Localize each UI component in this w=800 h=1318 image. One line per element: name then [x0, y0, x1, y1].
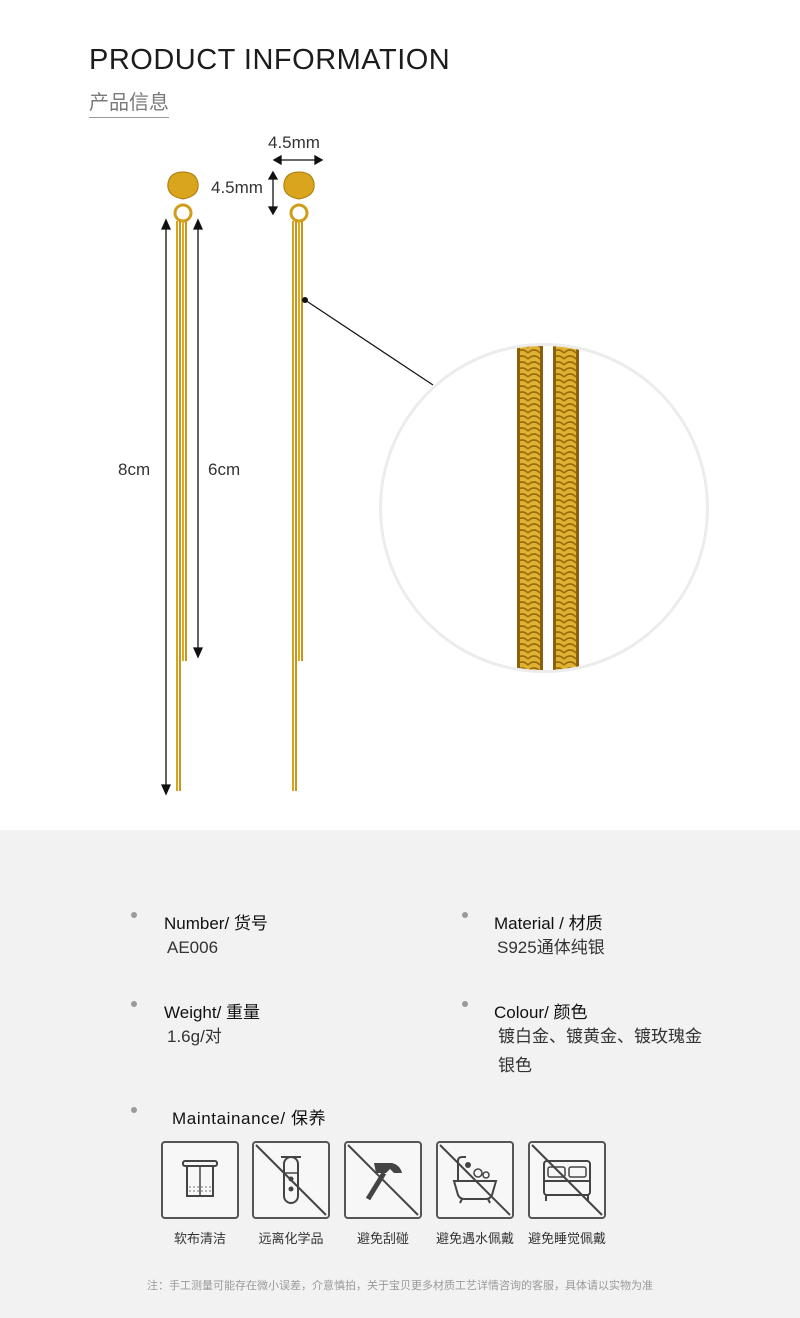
- care-label-chemicals: 远离化学品: [258, 1232, 324, 1247]
- bullet: [131, 1107, 137, 1113]
- page-title: PRODUCT INFORMATION: [89, 44, 451, 76]
- test-tube-icon: [255, 1144, 327, 1216]
- page-subtitle: 产品信息: [89, 86, 169, 118]
- footer-note: 注：手工测量可能存在微小误差，介意慎拍，关于宝贝更多材质工艺详情咨询的客服，具体…: [147, 1279, 653, 1292]
- care-item-sleep: [528, 1141, 606, 1219]
- care-item-soft-cloth: [161, 1141, 239, 1219]
- dimension-arrows: [160, 154, 324, 796]
- zoom-pointer-line: [304, 299, 434, 386]
- care-label-soft-cloth: 软布清洁: [173, 1232, 226, 1247]
- colour-label: Colour/ 颜色: [494, 1003, 588, 1022]
- care-item-scratch: [344, 1141, 422, 1219]
- short-length-label: 6cm: [208, 460, 241, 479]
- material-label: Material / 材质: [494, 914, 603, 933]
- bed-icon: [531, 1144, 603, 1216]
- care-label-water: 避免遇水佩戴: [435, 1232, 514, 1247]
- bullet: [131, 912, 137, 918]
- care-item-water: [436, 1141, 514, 1219]
- care-item-chemicals: [252, 1141, 330, 1219]
- bullet: [462, 1001, 468, 1007]
- spec-panel: [0, 830, 800, 1318]
- material-value: S925通体纯银: [497, 938, 605, 957]
- number-value: AE006: [167, 938, 219, 957]
- maintenance-label: Maintainance/ 保养: [172, 1109, 327, 1128]
- earring-left: [167, 171, 199, 791]
- number-label: Number/ 货号: [164, 914, 268, 933]
- earring-illustration: [160, 154, 709, 796]
- weight-value: 1.6g/对: [167, 1027, 222, 1046]
- bathtub-icon: [439, 1144, 511, 1216]
- height-dimension-label: 4.5mm: [211, 178, 263, 197]
- hammer-icon: [347, 1144, 419, 1216]
- care-label-scratch: 避免刮碰: [356, 1232, 409, 1247]
- total-length-label: 8cm: [118, 460, 151, 479]
- care-label-sleep: 避免睡觉佩戴: [527, 1232, 606, 1247]
- colour-value-line1: 镀白金、镀黄金、镀玫瑰金: [498, 1027, 702, 1046]
- colour-value-line2: 银色: [498, 1056, 532, 1075]
- bullet: [131, 1001, 137, 1007]
- bullet: [462, 912, 468, 918]
- zoom-detail-circle: [379, 343, 709, 673]
- earring-right: [283, 171, 315, 791]
- towel-icon: [182, 1160, 218, 1197]
- weight-label: Weight/ 重量: [164, 1003, 261, 1022]
- width-dimension-label: 4.5mm: [268, 133, 320, 152]
